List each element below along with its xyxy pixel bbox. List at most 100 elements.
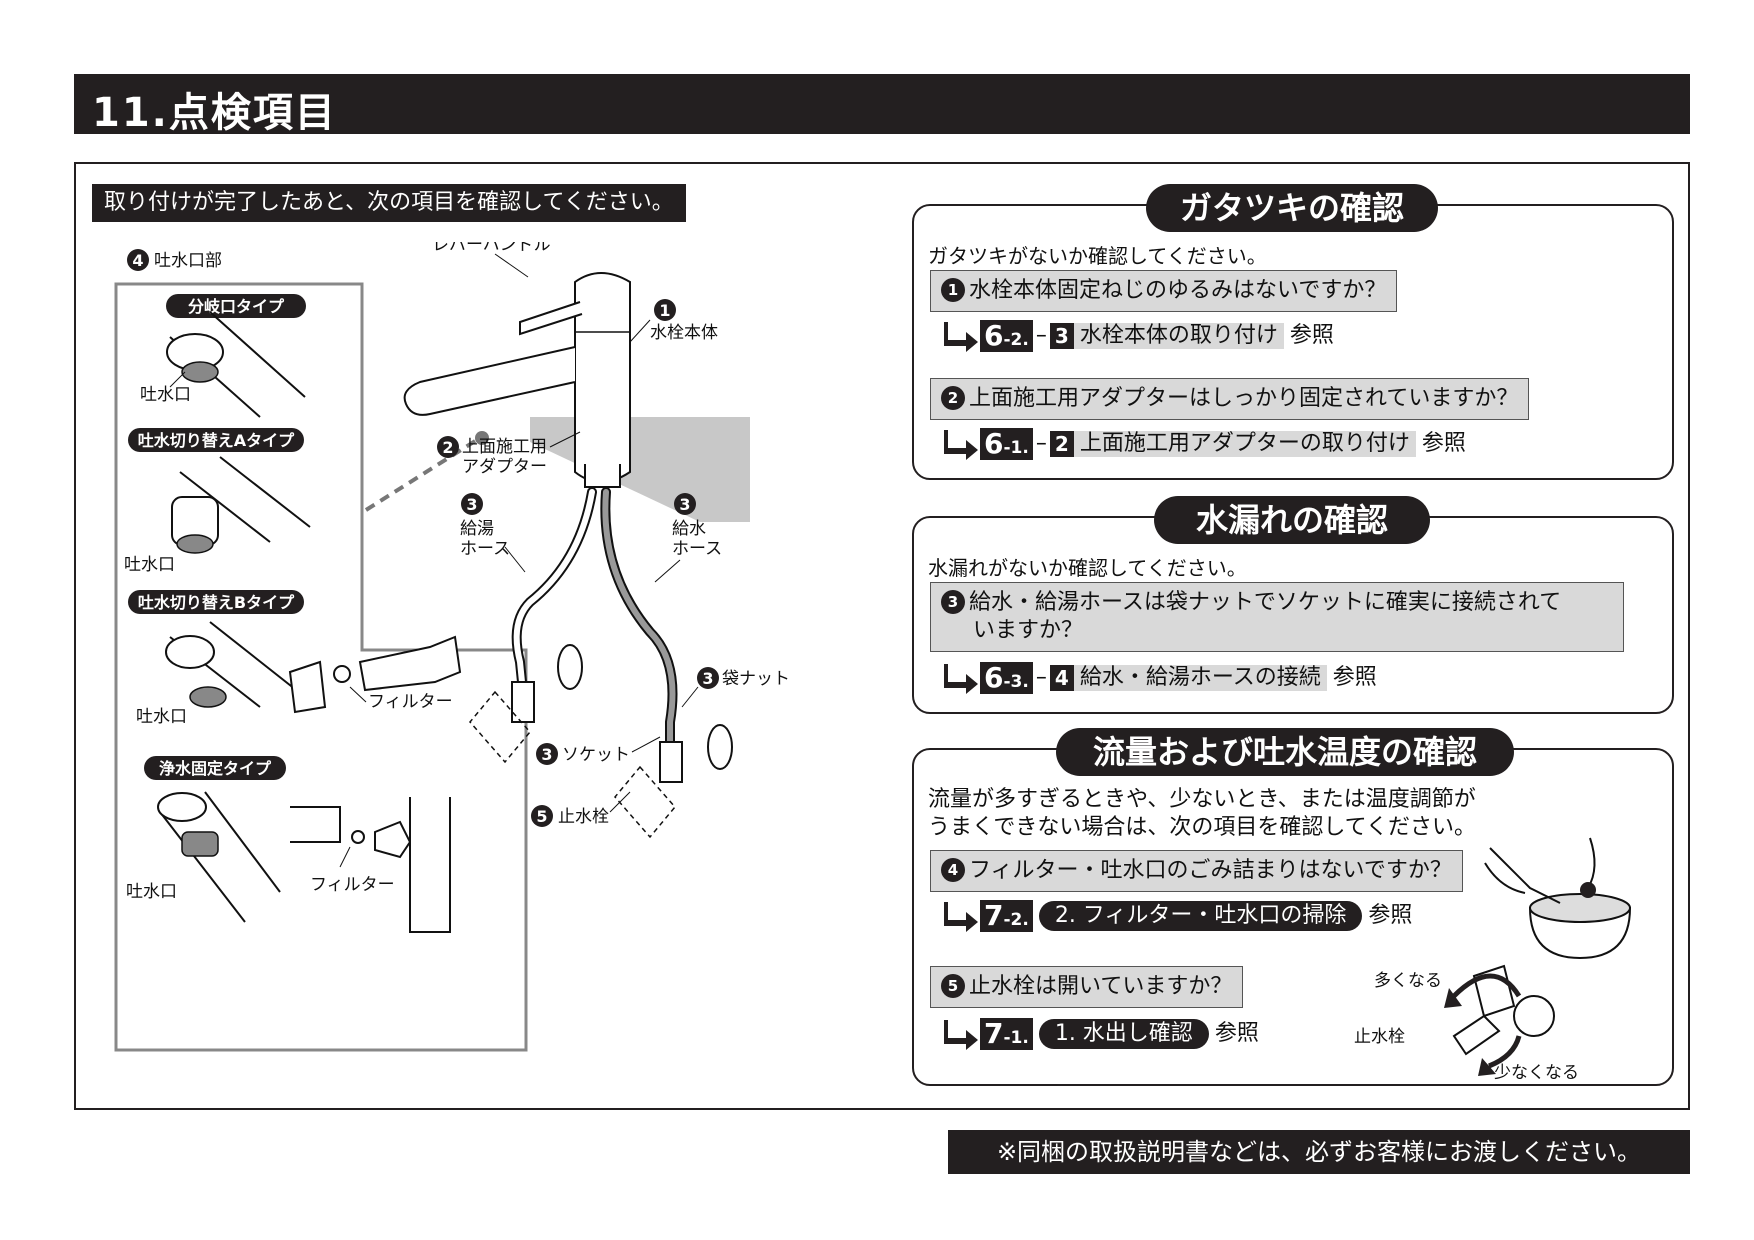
svg-text:止水栓: 止水栓: [1354, 1027, 1405, 1047]
filter-icon: [351, 830, 365, 844]
faucet-body-label: 1 水栓本体: [629, 299, 718, 343]
svg-text:吐水口: 吐水口: [124, 555, 175, 575]
svg-text:フィルター: フィルター: [368, 692, 453, 712]
hot-hose: [511, 487, 597, 687]
svg-text:吐水口: 吐水口: [136, 707, 187, 727]
svg-text:水栓本体: 水栓本体: [650, 323, 718, 343]
faucet-diagram: 4 吐水口部 分岐口タイプ 吐水口 吐水切り替えAタイプ 吐水口 吐水切り替えB…: [114, 242, 790, 1052]
svg-text:ソケット: ソケット: [562, 745, 630, 765]
outlet-aerator-icon: [176, 534, 214, 554]
rotate-arrow-icon: [1452, 973, 1522, 998]
return-arrow-icon: [944, 902, 978, 932]
svg-text:1: 1: [659, 301, 670, 320]
cap-nut-icon: [511, 681, 535, 723]
hot-hose-label: 3 給湯 ホース: [460, 493, 526, 573]
section-lead: ガタツキがないか確認してください。: [928, 244, 1267, 268]
valve-direction-illustration: 多くなる 止水栓 少なくなる: [1354, 964, 1579, 1083]
item-number: 3: [941, 590, 965, 614]
section-title: 流量および吐水温度の確認: [1056, 728, 1514, 776]
type-purifier-fixed: 浄水固定タイプ 吐水口 フィルター: [126, 756, 451, 933]
lever-handle-label: レバーハンドル: [432, 242, 551, 255]
svg-text:袋ナット: 袋ナット: [722, 669, 790, 689]
spout-icon: [403, 346, 576, 416]
svg-text:多くなる: 多くなる: [1374, 971, 1442, 991]
adapter-label: 2 上面施工用 アダプター: [437, 431, 581, 477]
return-arrow-icon: [944, 1020, 978, 1050]
outlet-aerator-icon: [181, 831, 219, 857]
svg-text:上面施工用: 上面施工用: [462, 437, 547, 457]
svg-text:ホース: ホース: [460, 539, 510, 559]
svg-text:吐水切り替えAタイプ: 吐水切り替えAタイプ: [138, 431, 295, 450]
svg-text:止水栓: 止水栓: [558, 807, 609, 827]
svg-text:3: 3: [466, 495, 477, 514]
svg-text:吐水口部: 吐水口部: [154, 251, 222, 271]
svg-text:吐水切り替えBタイプ: 吐水切り替えBタイプ: [138, 593, 295, 612]
reference-link[interactable]: 7-1.1. 水出し確認参照: [944, 1018, 1259, 1050]
outlet-aerator-icon: [181, 361, 219, 383]
cap-nut-icon: [659, 741, 683, 783]
reference-link[interactable]: 7-2.2. フィルター・吐水口の掃除参照: [944, 900, 1412, 932]
wall-pipe: [557, 644, 733, 770]
cap-nut-label: 3 袋ナット: [681, 667, 790, 708]
socket-label: 3 ソケット: [536, 736, 661, 765]
outlet-aerator-icon: [189, 686, 227, 708]
stop-valve-icon: [1472, 964, 1516, 1018]
return-arrow-icon: [944, 322, 978, 352]
brush-icon: [1489, 847, 1561, 904]
stop-valve-label: 5 止水栓: [531, 791, 631, 827]
filter-icon: [333, 665, 351, 683]
svg-text:ホース: ホース: [672, 539, 722, 559]
cleaning-illustration: [1484, 837, 1632, 960]
main-frame: [74, 162, 1690, 1110]
page-title: 11.点検項目: [92, 90, 337, 136]
svg-text:アダプター: アダプター: [462, 457, 547, 477]
svg-text:分岐口タイプ: 分岐口タイプ: [188, 297, 285, 316]
lever-handle-icon: [519, 301, 583, 336]
section-flow-temperature-check: 流量および吐水温度の確認 流量が多すぎるときや、少ないとき、または温度調節が う…: [912, 728, 1674, 1086]
spout-section-label: 4 吐水口部: [127, 249, 222, 271]
faucet-body: [403, 272, 631, 488]
svg-text:少なくなる: 少なくなる: [1494, 1063, 1579, 1083]
cold-hose-label: 3 給水 ホース: [654, 493, 722, 583]
dashed-leader: [364, 436, 482, 512]
svg-text:3: 3: [679, 495, 690, 514]
svg-text:給湯: 給湯: [460, 519, 494, 539]
section-title: 水漏れの確認: [1154, 496, 1430, 544]
svg-text:5: 5: [536, 807, 547, 826]
return-arrow-icon: [944, 664, 978, 694]
counter-top: [530, 417, 750, 522]
svg-text:給水: 給水: [672, 519, 706, 539]
svg-text:3: 3: [541, 745, 552, 764]
section-lead: 水漏れがないか確認してください。: [928, 556, 1247, 580]
item-number: 1: [941, 278, 965, 302]
item-number: 5: [941, 974, 965, 998]
spout-panel-frame: [114, 282, 528, 1052]
svg-text:4: 4: [132, 251, 143, 270]
svg-text:吐水口: 吐水口: [126, 882, 177, 902]
svg-text:3: 3: [702, 669, 713, 688]
svg-text:2: 2: [442, 438, 453, 457]
return-arrow-icon: [944, 430, 978, 460]
section-lead: 流量が多すぎるときや、少ないとき、または温度調節が うまくできない場合は、次の項…: [928, 787, 1477, 840]
item-number: 4: [941, 858, 965, 882]
svg-text:浄水固定タイプ: 浄水固定タイプ: [159, 759, 272, 778]
type-switch-a: 吐水切り替えAタイプ 吐水口: [124, 428, 311, 575]
type-switch-b: 吐水切り替えBタイプ 吐水口 フィルター: [128, 590, 462, 727]
svg-text:吐水口: 吐水口: [140, 385, 191, 405]
stop-valve-icon: [469, 690, 676, 839]
page-title-bar: 11.点検項目: [74, 74, 1690, 136]
section-title: ガタツキの確認: [1146, 184, 1438, 232]
footer-note: ※同梱の取扱説明書などは、必ずお客様にお渡しください。: [948, 1130, 1690, 1174]
type-branch-outlet: 分岐口タイプ 吐水口: [140, 294, 306, 418]
intro-banner: 取り付けが完了したあと、次の項目を確認してください。: [92, 184, 686, 222]
